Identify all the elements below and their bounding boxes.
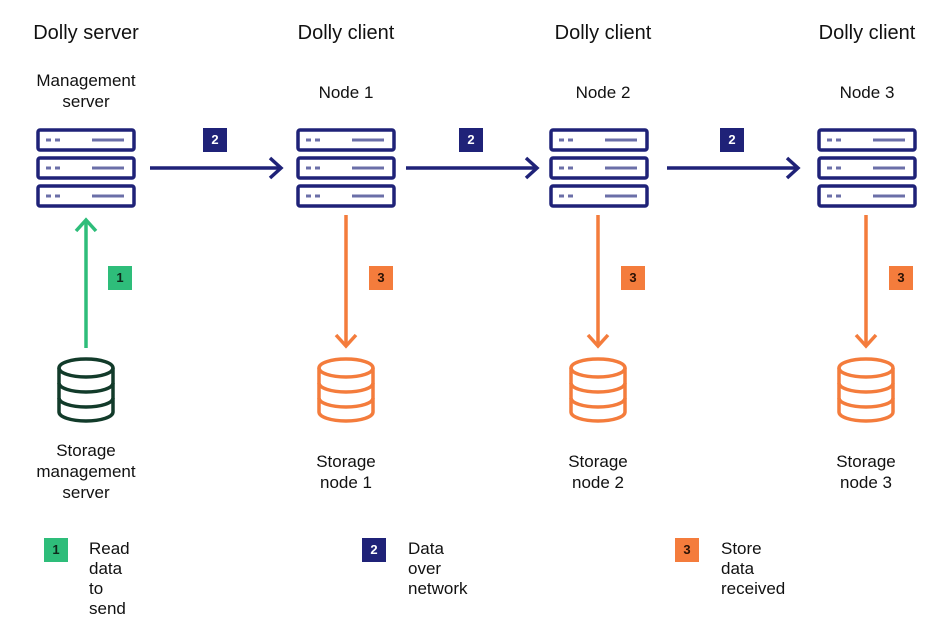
network-arrow-3 — [667, 156, 801, 180]
database-icon — [57, 357, 115, 423]
store-arrow-3 — [854, 215, 878, 349]
database-icon — [317, 357, 375, 423]
legend-text-1: Read data to send — [89, 539, 130, 618]
network-arrow-1 — [150, 156, 284, 180]
step-badge-2: 2 — [720, 128, 744, 152]
step-badge-3: 3 — [621, 266, 645, 290]
legend-text-2: Data over network — [408, 539, 468, 598]
store-arrow-1 — [334, 215, 358, 349]
storage-node-2-label: Storage node 2 — [568, 452, 628, 492]
storage-management-server-label: Storage management server — [36, 441, 136, 502]
step-badge-2: 2 — [203, 128, 227, 152]
store-arrow-2 — [586, 215, 610, 349]
storage-node-1-label: Storage node 1 — [316, 452, 376, 492]
server-rack-icon — [298, 130, 394, 206]
network-arrow-2 — [406, 156, 540, 180]
legend-badge-1: 1 — [44, 538, 68, 562]
step-badge-2: 2 — [459, 128, 483, 152]
flow-diagram — [0, 0, 941, 423]
column-title-client-1: Dolly client — [297, 22, 395, 44]
node-3-label: Node 3 — [839, 83, 895, 102]
column-title-client-3: Dolly client — [818, 22, 916, 44]
server-rack-icon — [551, 130, 647, 206]
management-server-label: Management server — [36, 71, 136, 111]
node-2-label: Node 2 — [575, 83, 631, 102]
server-rack-icon — [819, 130, 915, 206]
column-title-client-2: Dolly client — [554, 22, 652, 44]
legend-badge-3: 3 — [675, 538, 699, 562]
step-badge-3: 3 — [889, 266, 913, 290]
step-badge-3: 3 — [369, 266, 393, 290]
step-badge-1: 1 — [108, 266, 132, 290]
node-1-label: Node 1 — [318, 83, 374, 102]
storage-node-3-label: Storage node 3 — [836, 452, 896, 492]
read-arrow — [74, 217, 98, 348]
legend-text-3: Store data received — [721, 539, 786, 598]
database-icon — [837, 357, 895, 423]
server-rack-icon — [38, 130, 134, 206]
column-title-server: Dolly server — [33, 22, 139, 44]
database-icon — [569, 357, 627, 423]
legend-badge-2: 2 — [362, 538, 386, 562]
